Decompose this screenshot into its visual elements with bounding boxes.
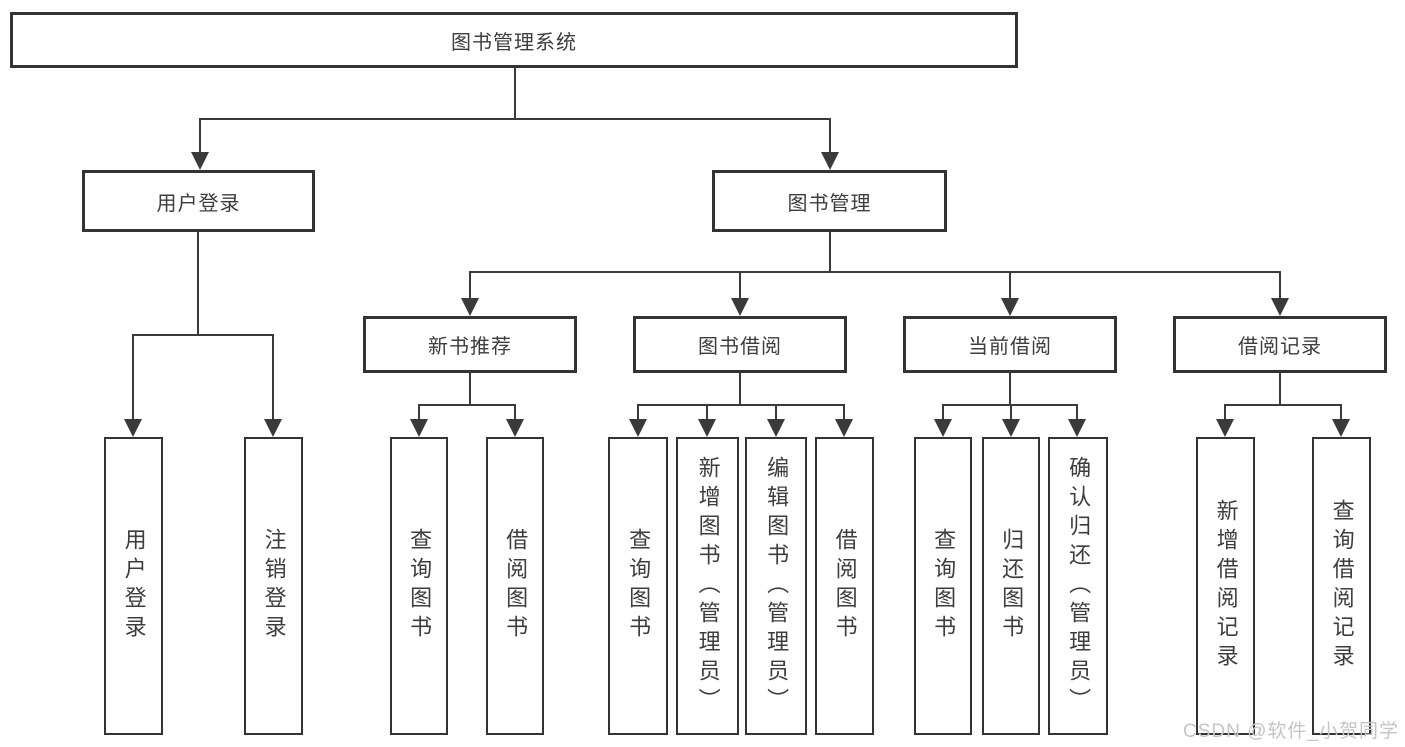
leaf-query-books-recommend-label: 查询图书 <box>407 528 433 644</box>
leaf-logout: 注销登录 <box>244 437 303 735</box>
connector-drop-recommend <box>469 271 471 298</box>
leaf-borrow-books-borrowing: 借阅图书 <box>815 437 874 735</box>
arrow-down-icon <box>1271 298 1289 316</box>
leaf-borrow-books-recommend: 借阅图书 <box>486 437 544 735</box>
arrow-down-icon <box>410 419 428 437</box>
connector-drop-records <box>1279 271 1281 298</box>
connector-drop-book-management <box>829 118 831 154</box>
arrow-down-icon <box>1068 419 1086 437</box>
arrow-down-icon <box>767 419 785 437</box>
connector-drop-user-login <box>199 118 201 154</box>
arrow-down-icon <box>191 152 209 170</box>
arrow-down-icon <box>821 152 839 170</box>
arrow-down-icon <box>698 419 716 437</box>
leaf-borrow-books-recommend-label: 借阅图书 <box>503 528 529 644</box>
connector-drop-leaf-user-login <box>132 334 134 419</box>
connector-book-management-stub <box>829 232 831 271</box>
connector-records-splitter <box>1224 404 1341 406</box>
connector-drop-borrowing <box>739 271 741 298</box>
node-new-book-recommendation: 新书推荐 <box>363 316 577 373</box>
connector-user-login-splitter <box>132 334 274 336</box>
leaf-edit-books-admin: 编辑图书（管理员） <box>745 437 807 735</box>
leaf-confirm-return-admin: 确认归还（管理员） <box>1048 437 1108 735</box>
connector-drop-current <box>1009 271 1011 298</box>
leaf-add-borrow-record-label: 新增借阅记录 <box>1213 499 1239 673</box>
connector-user-login-stub <box>197 232 199 334</box>
leaf-return-books: 归还图书 <box>982 437 1040 735</box>
leaf-add-books-admin-label: 新增图书（管理员） <box>695 455 721 717</box>
connector-drop <box>1224 404 1226 419</box>
connector-level3-splitter <box>469 271 1281 273</box>
connector-drop-leaf-logout <box>272 334 274 419</box>
connector-records-stub <box>1279 373 1281 404</box>
arrow-down-icon <box>1332 419 1350 437</box>
leaf-edit-books-admin-label: 编辑图书（管理员） <box>764 455 790 717</box>
leaf-query-books-recommend: 查询图书 <box>390 437 448 735</box>
arrow-down-icon <box>506 419 524 437</box>
connector-recommend-splitter <box>418 404 516 406</box>
connector-root-splitter <box>199 118 831 120</box>
leaf-add-books-admin: 新增图书（管理员） <box>676 437 739 735</box>
leaf-query-borrow-record: 查询借阅记录 <box>1312 437 1371 735</box>
arrow-down-icon <box>1002 419 1020 437</box>
connector-drop <box>942 404 944 419</box>
connector-recommend-stub <box>469 373 471 404</box>
connector-drop <box>706 404 708 419</box>
connector-drop <box>1076 404 1078 419</box>
node-book-borrowing: 图书借阅 <box>633 316 847 373</box>
node-current-borrowing: 当前借阅 <box>903 316 1117 373</box>
leaf-borrow-books-borrowing-label: 借阅图书 <box>832 528 858 644</box>
arrow-down-icon <box>461 298 479 316</box>
leaf-query-books-borrowing-label: 查询图书 <box>626 528 652 644</box>
leaf-user-login: 用户登录 <box>104 437 163 735</box>
arrow-down-icon <box>1001 298 1019 316</box>
connector-borrowing-stub <box>739 373 741 404</box>
connector-drop <box>1340 404 1342 419</box>
leaf-query-books-current: 查询图书 <box>914 437 972 735</box>
arrow-down-icon <box>124 419 142 437</box>
arrow-down-icon <box>835 419 853 437</box>
arrow-down-icon <box>264 419 282 437</box>
leaf-query-borrow-record-label: 查询借阅记录 <box>1329 499 1355 673</box>
leaf-logout-label: 注销登录 <box>261 528 287 644</box>
arrow-down-icon <box>731 298 749 316</box>
connector-drop <box>775 404 777 419</box>
connector-borrowing-splitter <box>637 404 845 406</box>
leaf-user-login-label: 用户登录 <box>121 528 147 644</box>
node-borrowing-records: 借阅记录 <box>1173 316 1387 373</box>
connector-drop <box>514 404 516 419</box>
arrow-down-icon <box>1216 419 1234 437</box>
leaf-confirm-return-admin-label: 确认归还（管理员） <box>1066 455 1092 717</box>
arrow-down-icon <box>934 419 952 437</box>
node-book-management: 图书管理 <box>712 170 947 232</box>
watermark: CSDN @软件_小贺同学 <box>1183 721 1399 742</box>
connector-drop <box>418 404 420 419</box>
leaf-query-books-borrowing: 查询图书 <box>608 437 668 735</box>
leaf-add-borrow-record: 新增借阅记录 <box>1196 437 1255 735</box>
leaf-query-books-current-label: 查询图书 <box>931 528 957 644</box>
connector-drop <box>843 404 845 419</box>
connector-root-stub <box>514 68 516 120</box>
leaf-return-books-label: 归还图书 <box>999 528 1025 644</box>
connector-drop <box>637 404 639 419</box>
connector-current-stub <box>1009 373 1011 404</box>
node-library-management-system: 图书管理系统 <box>10 12 1018 68</box>
arrow-down-icon <box>629 419 647 437</box>
node-user-login: 用户登录 <box>82 170 315 232</box>
connector-drop <box>1010 404 1012 419</box>
